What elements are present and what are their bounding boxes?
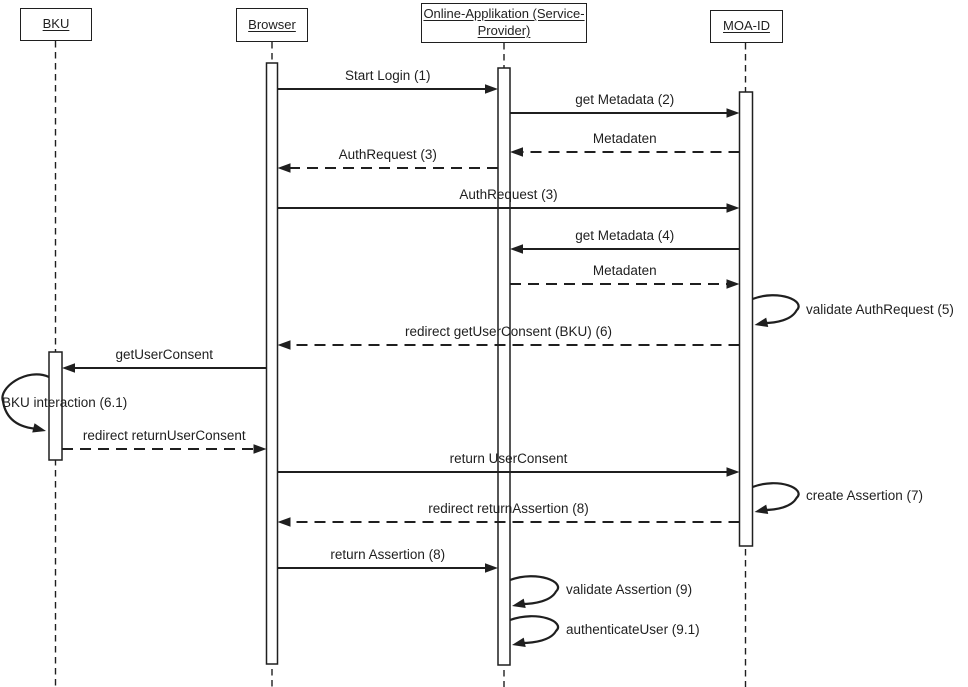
message-label: get Metadata (4) <box>575 228 675 243</box>
message-label: return Assertion (8) <box>330 547 446 562</box>
message-arrowhead-5 <box>510 244 523 254</box>
actor-label-moa-id: MOA-ID <box>723 18 770 34</box>
self-message-label: create Assertion (7) <box>806 488 924 503</box>
self-message-arrowhead-3 <box>512 598 526 608</box>
message-label: Start Login (1) <box>344 68 431 83</box>
message-arrowhead-9 <box>253 444 267 454</box>
actor-box-moa-id: MOA-ID <box>710 10 783 43</box>
message-label: AuthRequest (3) <box>338 147 437 162</box>
actor-label-bku: BKU <box>42 16 70 32</box>
self-message-arrowhead-4 <box>512 637 526 647</box>
self-message-label: validate Assertion (9) <box>566 582 693 597</box>
message-arrowhead-12 <box>485 563 498 573</box>
message-arrowhead-6 <box>726 279 740 289</box>
message-arrowhead-0 <box>485 84 498 94</box>
self-message-label: validate AuthRequest (5) <box>806 302 954 317</box>
message-arrowhead-8 <box>62 363 75 373</box>
message-arrowhead-7 <box>277 340 291 350</box>
message-label: redirect returnAssertion (8) <box>428 501 589 516</box>
message-arrowhead-10 <box>726 467 740 477</box>
self-message-curve-2 <box>752 482 800 512</box>
message-label: Metadaten <box>592 263 657 278</box>
self-message-arrowhead-2 <box>754 504 769 514</box>
message-label: return UserConsent <box>449 451 568 466</box>
message-arrowhead-4 <box>726 203 740 213</box>
activation-bar-browser <box>265 62 279 665</box>
actor-label-online-applikation: Online-Applikation (Service-Provider) <box>423 6 585 38</box>
message-label: get Metadata (2) <box>575 92 675 107</box>
activation-bar-moa <box>738 91 754 547</box>
activation-bar-bku <box>48 351 63 461</box>
message-label: getUserConsent <box>115 347 214 362</box>
message-arrowhead-11 <box>277 517 291 527</box>
self-message-label: BKU interaction (6.1) <box>2 395 128 410</box>
self-message-label: authenticateUser (9.1) <box>566 622 700 637</box>
self-message-arrowhead-0 <box>754 317 769 327</box>
self-message-curve-3 <box>509 575 560 606</box>
message-label: Metadaten <box>592 131 657 146</box>
message-label: redirect getUserConsent (BKU) (6) <box>404 324 613 339</box>
self-message-arrowhead-1 <box>32 423 46 433</box>
actor-label-browser: Browser <box>248 16 296 32</box>
actor-box-online-applikation: Online-Applikation (Service-Provider) <box>421 3 587 43</box>
self-message-curve-1 <box>1 373 50 431</box>
message-arrowhead-1 <box>726 108 740 118</box>
actor-box-bku: BKU <box>20 8 92 41</box>
message-label: AuthRequest (3) <box>459 187 558 202</box>
message-arrowhead-3 <box>277 163 291 173</box>
self-message-curve-0 <box>752 294 800 325</box>
activation-bar-oa <box>497 67 511 666</box>
actor-box-browser: Browser <box>236 8 308 42</box>
self-message-curve-4 <box>509 615 560 645</box>
message-arrowhead-2 <box>510 147 523 157</box>
message-label: redirect returnUserConsent <box>82 428 246 443</box>
